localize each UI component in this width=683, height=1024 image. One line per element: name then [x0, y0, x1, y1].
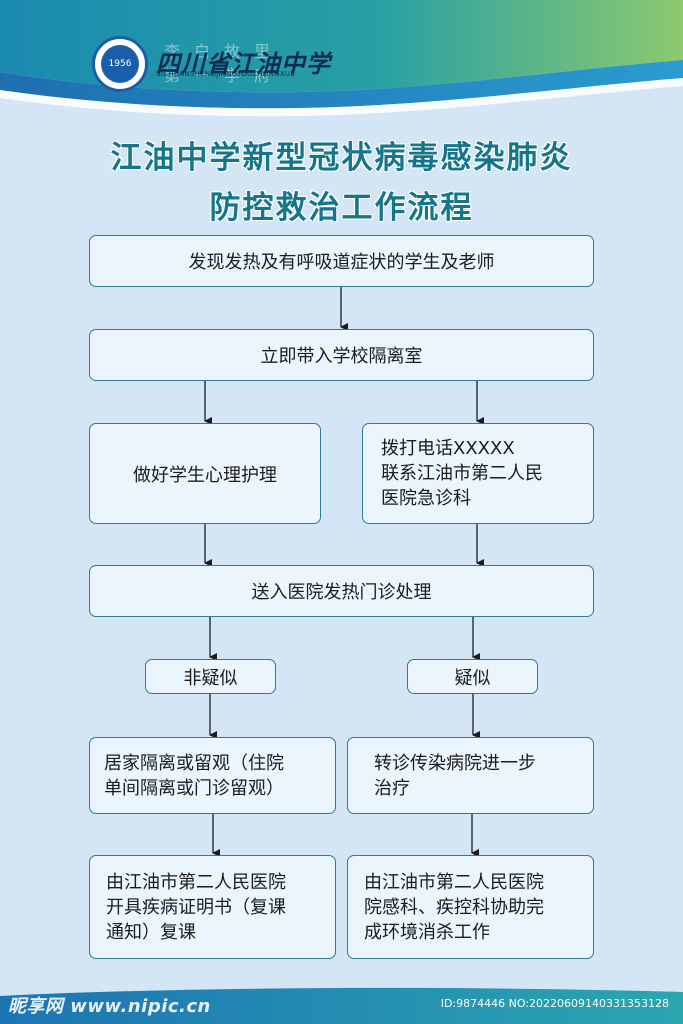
step-psych-care: 做好学生心理护理 — [89, 423, 321, 524]
logo-year: 1956 — [101, 45, 139, 83]
branch-non-suspected: 非疑似 — [145, 659, 276, 694]
step-isolation-room: 立即带入学校隔离室 — [89, 329, 594, 381]
step-discover: 发现发热及有呼吸道症状的学生及老师 — [89, 235, 594, 287]
step-home-isolation: 居家隔离或留观（住院 单间隔离或门诊留观） — [89, 737, 336, 814]
school-pinyin: SICHUANSHENGJIANGYOUZHONGXUE — [156, 70, 296, 78]
footer-band — [0, 987, 683, 1024]
header-wave — [0, 0, 683, 117]
branch-suspected: 疑似 — [407, 659, 538, 694]
title-line-1: 江油中学新型冠状病毒感染肺炎 — [110, 140, 573, 176]
step-transfer-hospital: 转诊传染病院进一步 治疗 — [347, 737, 594, 814]
school-motto: 李白故里 第一学府 — [164, 42, 285, 85]
title-line-2: 防控救治工作流程 — [209, 190, 474, 226]
school-name: 四川省江油中学 — [156, 49, 331, 78]
step-call-hospital: 拨打电话XXXXX 联系江油市第二人民 医院急诊科 — [362, 423, 594, 524]
image-id-tag: ID:9874446 NO:20220609140331353128 — [440, 997, 669, 1010]
school-logo: 1956 — [92, 36, 148, 92]
step-fever-clinic: 送入医院发热门诊处理 — [89, 565, 594, 617]
watermark: 昵享网 www.nipic.cn — [8, 996, 211, 1017]
step-resume-class: 由江油市第二人民医院 开具疾病证明书（复课 通知）复课 — [89, 855, 336, 959]
step-disinfection: 由江油市第二人民医院 院感科、疾控科协助完 成环境消杀工作 — [347, 855, 594, 959]
